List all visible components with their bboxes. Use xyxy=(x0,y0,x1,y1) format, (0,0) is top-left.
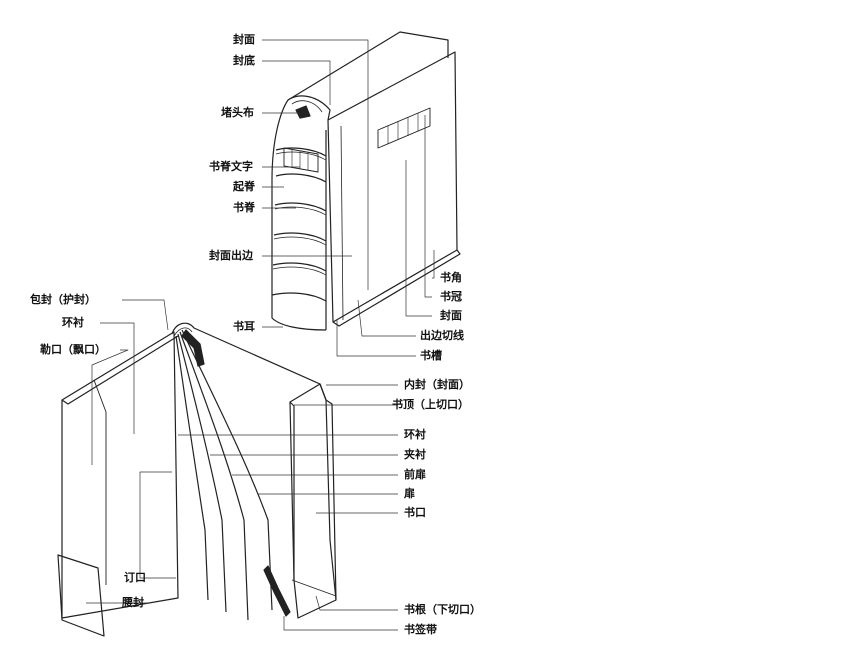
front-cover xyxy=(327,51,458,323)
label-ribbon: 书签带 xyxy=(404,623,437,636)
open-left-cover xyxy=(61,331,179,619)
label-groove: 书槽 xyxy=(420,349,442,362)
open-right-cover xyxy=(289,383,337,619)
label-spine-text: 书脊文字 xyxy=(209,160,253,173)
label-front-flyleaf: 前扉 xyxy=(404,468,426,481)
ribbon-top xyxy=(181,329,205,367)
belly-band xyxy=(57,554,105,637)
back-cover-edge xyxy=(287,31,449,101)
label-jacket: 包封（护封） xyxy=(30,293,96,306)
label-corner: 书角 xyxy=(440,271,462,284)
label-back-cover: 封底 xyxy=(233,54,255,67)
label-spine: 书脊 xyxy=(233,201,255,214)
label-crown: 书冠 xyxy=(440,290,462,303)
spine-text-block xyxy=(283,147,319,173)
label-bottom-edge: 书根（下切口） xyxy=(404,603,481,616)
label-gutter: 订口 xyxy=(124,571,146,584)
label-flap: 勒口（飘口） xyxy=(40,343,106,356)
label-overhang-line: 出边切线 xyxy=(420,329,464,342)
label-book-ear: 书耳 xyxy=(233,320,255,333)
spine xyxy=(271,99,327,331)
label-raised-band: 起脊 xyxy=(233,180,255,193)
label-headband: 堵头布 xyxy=(221,106,254,119)
label-cover-right: 封面 xyxy=(440,309,462,322)
label-inner-cover: 内封（封面） xyxy=(404,378,470,391)
headband xyxy=(295,105,311,119)
label-endpaper-left: 环衬 xyxy=(62,316,84,329)
cover-title xyxy=(377,107,431,149)
label-fore-edge: 书口 xyxy=(404,506,426,519)
label-top-edge: 书顶（上切口） xyxy=(392,398,469,411)
label-endpaper-right: 环衬 xyxy=(404,428,426,441)
label-flyleaf: 扉 xyxy=(404,487,415,500)
label-belly-band: 腰封 xyxy=(122,596,144,609)
label-interleaf: 夹衬 xyxy=(404,448,426,461)
ribbon-bottom xyxy=(263,565,291,617)
label-cover-overhang: 封面出边 xyxy=(209,249,253,262)
label-cover: 封面 xyxy=(233,33,255,46)
open-spine-top xyxy=(171,322,327,401)
